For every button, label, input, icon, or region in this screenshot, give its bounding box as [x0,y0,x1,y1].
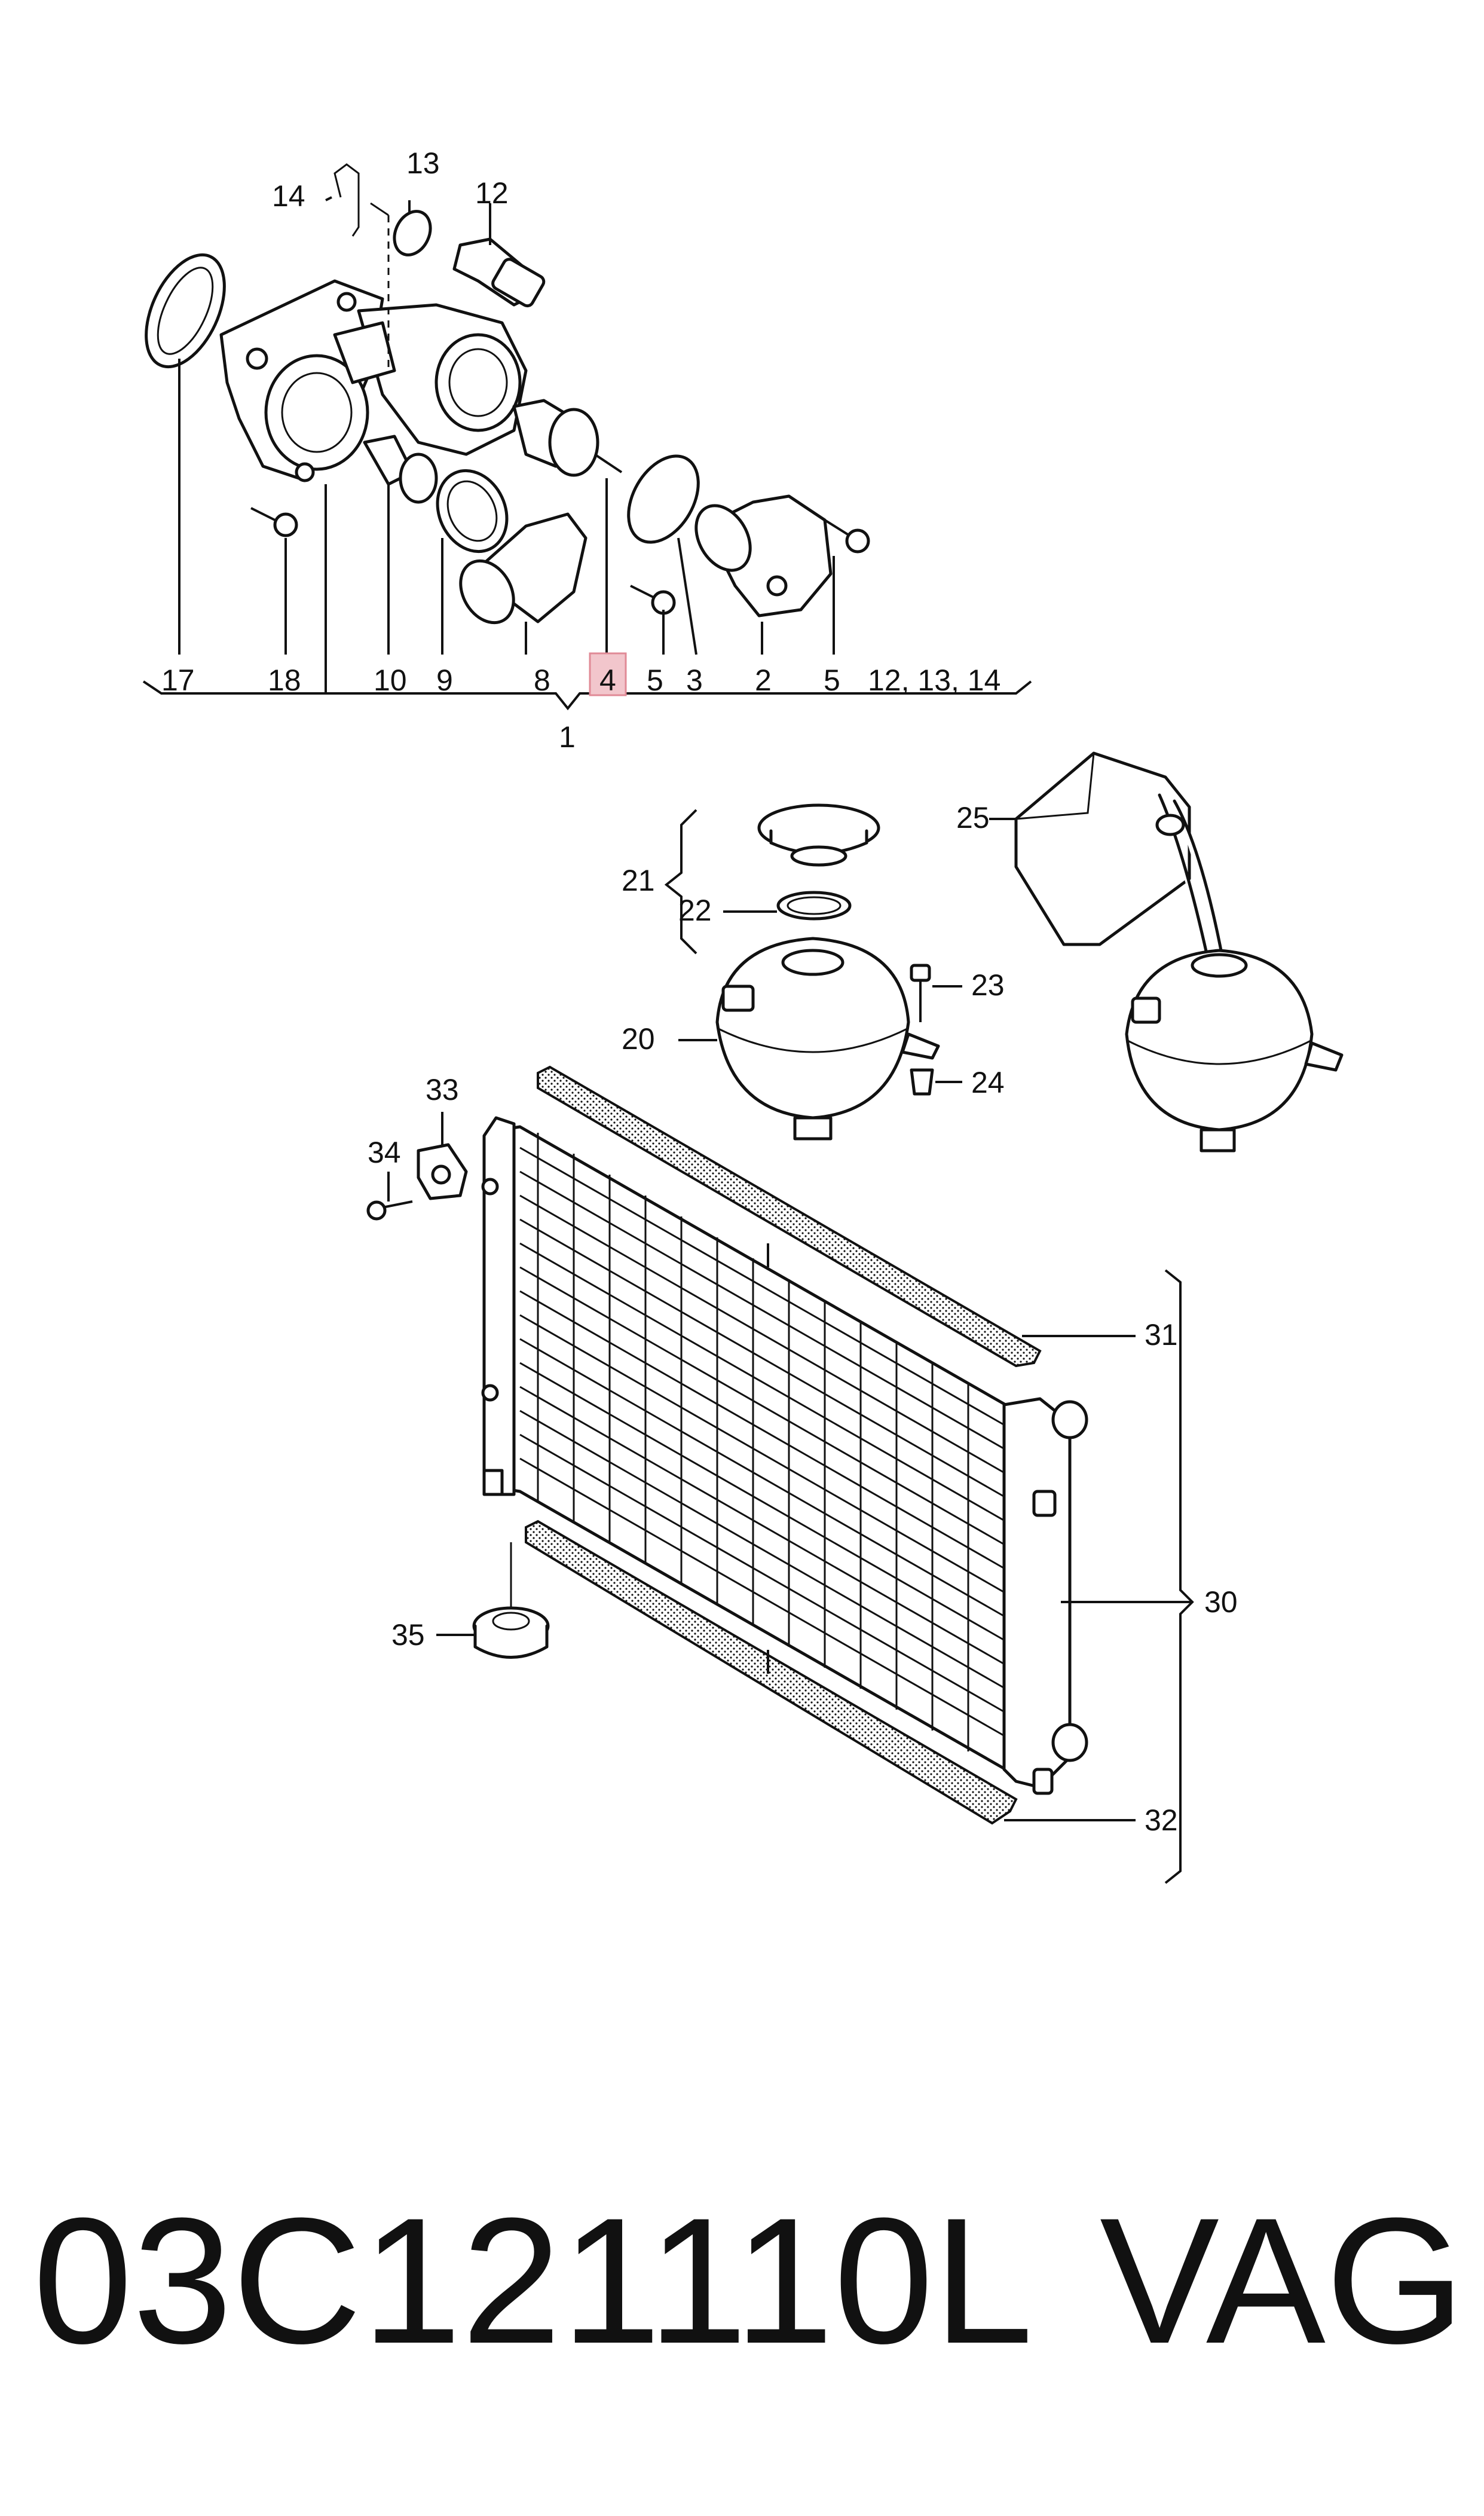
radiator-left-tank-icon [482,1116,516,1496]
label-18: 18 [268,664,301,697]
label-35: 35 [391,1618,425,1652]
group-bracket [142,680,1032,711]
thermostat-housing-group [142,163,1032,711]
thermostat-4-icon [512,399,623,477]
o-ring-3-icon [627,454,700,544]
label-30: 30 [1204,1585,1238,1619]
label-23: 23 [971,968,1005,1002]
label-12-13-14: 12, 13, 14 [868,664,1000,697]
label-1: 1 [559,720,576,754]
bolt-34-icon [366,1200,413,1221]
label-10: 10 [374,664,407,697]
label-12: 12 [475,176,509,210]
mount-bracket-33-icon [417,1143,468,1200]
label-5: 5 [647,664,663,697]
coolant-bottle-25-icon [1014,751,1224,958]
rubber-mount-35-icon [472,1606,550,1659]
grommet-24-icon [910,1068,934,1096]
label-20: 20 [622,1022,655,1056]
label-33: 33 [426,1073,459,1106]
label-21: 21 [622,864,655,897]
outlet-pipe-8-icon [459,512,588,625]
label-3: 3 [686,664,703,697]
o-ring-17-icon [145,253,226,369]
expansion-tank-group [664,751,1344,1152]
o-ring-9-icon [436,469,509,554]
label-2: 2 [755,664,772,697]
bolt-5b-icon [630,585,676,615]
o-ring-13-icon [393,210,432,256]
highlight-box-4 [589,652,627,696]
radiator-group [366,1065,1194,1884]
expansion-tank-20-icon [715,937,940,1141]
brand-name: VAG [1100,2180,1465,2381]
callout-labels: 17 18 10 9 8 4 5 3 2 5 12, 13, 14 1 13 1… [161,146,1238,1837]
temperature-sender-12-icon [452,237,546,308]
radiator-fins-icon [519,1133,1017,1751]
label-4: 4 [599,664,616,697]
label-25: 25 [956,801,990,834]
label-22: 22 [678,894,712,927]
bolt-23-icon [910,964,931,1022]
label-32: 32 [1145,1803,1178,1837]
label-31: 31 [1145,1318,1178,1352]
label-13: 13 [406,146,440,180]
bolt-5a-icon [824,519,870,554]
thermostat-10-icon [363,435,438,504]
label-34: 34 [368,1136,401,1169]
label-8: 8 [534,664,550,697]
label-9: 9 [436,664,453,697]
label-5b: 5 [824,664,840,697]
coolant-flange-2-icon [694,494,833,617]
clip-14-icon [333,163,360,237]
label-24: 24 [971,1066,1005,1099]
bolt-18-icon [250,507,298,537]
expansion-tank-right-icon [1125,949,1344,1152]
part-number: 03C121110L [33,2180,1033,2381]
label-17: 17 [161,664,195,697]
seal-strip-31-icon [537,1065,1042,1368]
cap-21-icon [757,803,880,867]
seal-strip-32-icon [525,1520,1018,1825]
radiator-bracket [1164,1269,1194,1884]
label-14: 14 [272,179,305,213]
